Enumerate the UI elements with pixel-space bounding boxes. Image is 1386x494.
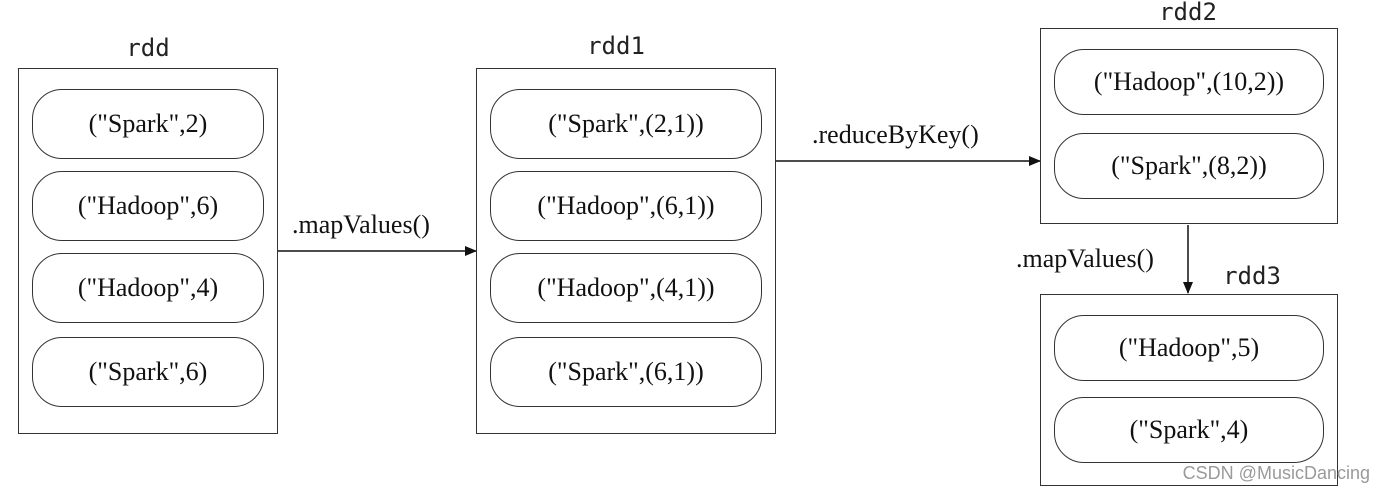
watermark: CSDN @MusicDancing: [1182, 463, 1370, 483]
rdd1-item: ("Spark",(2,1)): [490, 89, 762, 159]
rdd-item: ("Spark",2): [32, 89, 264, 159]
rdd1-item: ("Spark",(6,1)): [490, 337, 762, 407]
rdd2-box: ("Hadoop",(10,2)) ("Spark",(8,2)): [1040, 28, 1338, 224]
operation-label-mapvalues-2: .mapValues(): [1016, 244, 1154, 273]
rdd1-item: ("Hadoop",(6,1)): [490, 171, 762, 241]
rdd2-title: rdd2: [1159, 0, 1217, 26]
rdd-item: ("Hadoop",4): [32, 253, 264, 323]
rdd3-box: ("Hadoop",5) ("Spark",4): [1040, 294, 1338, 486]
rdd1-box: ("Spark",(2,1)) ("Hadoop",(6,1)) ("Hadoo…: [476, 68, 776, 434]
rdd3-item: ("Hadoop",5): [1054, 315, 1324, 381]
rdd-item: ("Spark",6): [32, 337, 264, 407]
operation-label-mapvalues: .mapValues(): [292, 210, 430, 239]
rdd3-title: rdd3: [1223, 262, 1281, 290]
operation-label-reducebykey: .reduceByKey(): [812, 120, 979, 149]
rdd-title: rdd: [126, 34, 170, 62]
rdd-box: ("Spark",2) ("Hadoop",6) ("Hadoop",4) ("…: [18, 68, 278, 434]
rdd1-title: rdd1: [587, 32, 645, 60]
rdd-item: ("Hadoop",6): [32, 171, 264, 241]
rdd2-item: ("Hadoop",(10,2)): [1054, 49, 1324, 115]
rdd3-item: ("Spark",4): [1054, 397, 1324, 463]
rdd1-item: ("Hadoop",(4,1)): [490, 253, 762, 323]
rdd2-item: ("Spark",(8,2)): [1054, 133, 1324, 199]
